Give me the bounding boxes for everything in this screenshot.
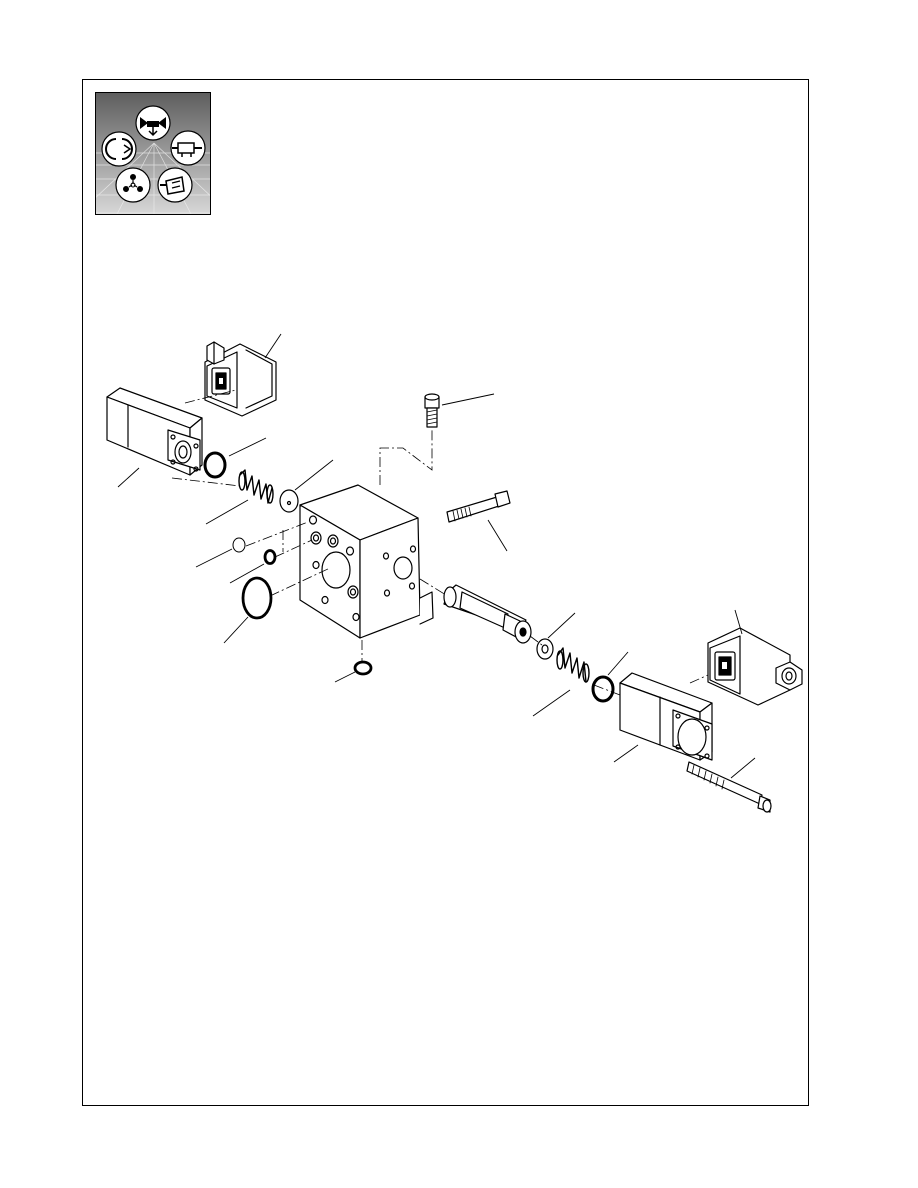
right-solenoid-coil [619,672,713,761]
leader-medium-o-ring [229,563,265,584]
valve-spool-cartridge [443,584,532,644]
leader-left-spring [205,499,249,525]
leader-right-plug [734,609,743,635]
leader-left-disc [294,459,334,491]
rotary-actuator-icon [101,131,137,167]
valve-control-icon [135,105,171,141]
leader-right-washer [547,612,576,639]
leader-large-o-ring [223,616,249,644]
linear-actuator-icon [170,130,206,166]
gear-pump-icon [115,167,151,203]
medium-o-ring [263,549,277,565]
leader-small-o-ring [195,548,233,568]
leader-left-coil [117,467,140,488]
top-cap-screw [424,393,440,428]
leader-left-o-ring [228,437,267,457]
leader-right-bolt [730,757,756,779]
leader-right-coil [613,744,639,763]
small-o-ring [232,537,246,553]
bottom-o-ring [353,660,373,676]
large-o-ring [241,576,273,620]
leader-top-screw [441,393,495,406]
logo-graphic [96,93,210,214]
leader-left-plug [264,333,282,359]
right-spring [556,647,590,683]
right-long-bolt [686,761,772,813]
page-border-frame [82,79,809,1106]
hydraulics-logo [95,92,211,215]
valve-body [299,484,434,639]
left-spring [238,469,274,504]
right-coil-o-ring [591,675,615,703]
assembly-centerlines [171,389,709,696]
leader-long-bolt [487,519,508,552]
long-bolt [446,490,511,523]
left-washer-disc [279,489,299,513]
left-connector-plug [204,341,277,417]
left-coil-o-ring [203,451,227,479]
directional-valve-icon [157,167,193,203]
leader-lines [117,333,756,779]
left-solenoid-coil [106,387,203,476]
leader-right-o-ring [607,651,629,676]
leader-right-spring [532,689,571,717]
right-washer [536,638,554,660]
leader-bottom-o-ring [334,671,356,683]
right-connector-plug [707,627,803,706]
